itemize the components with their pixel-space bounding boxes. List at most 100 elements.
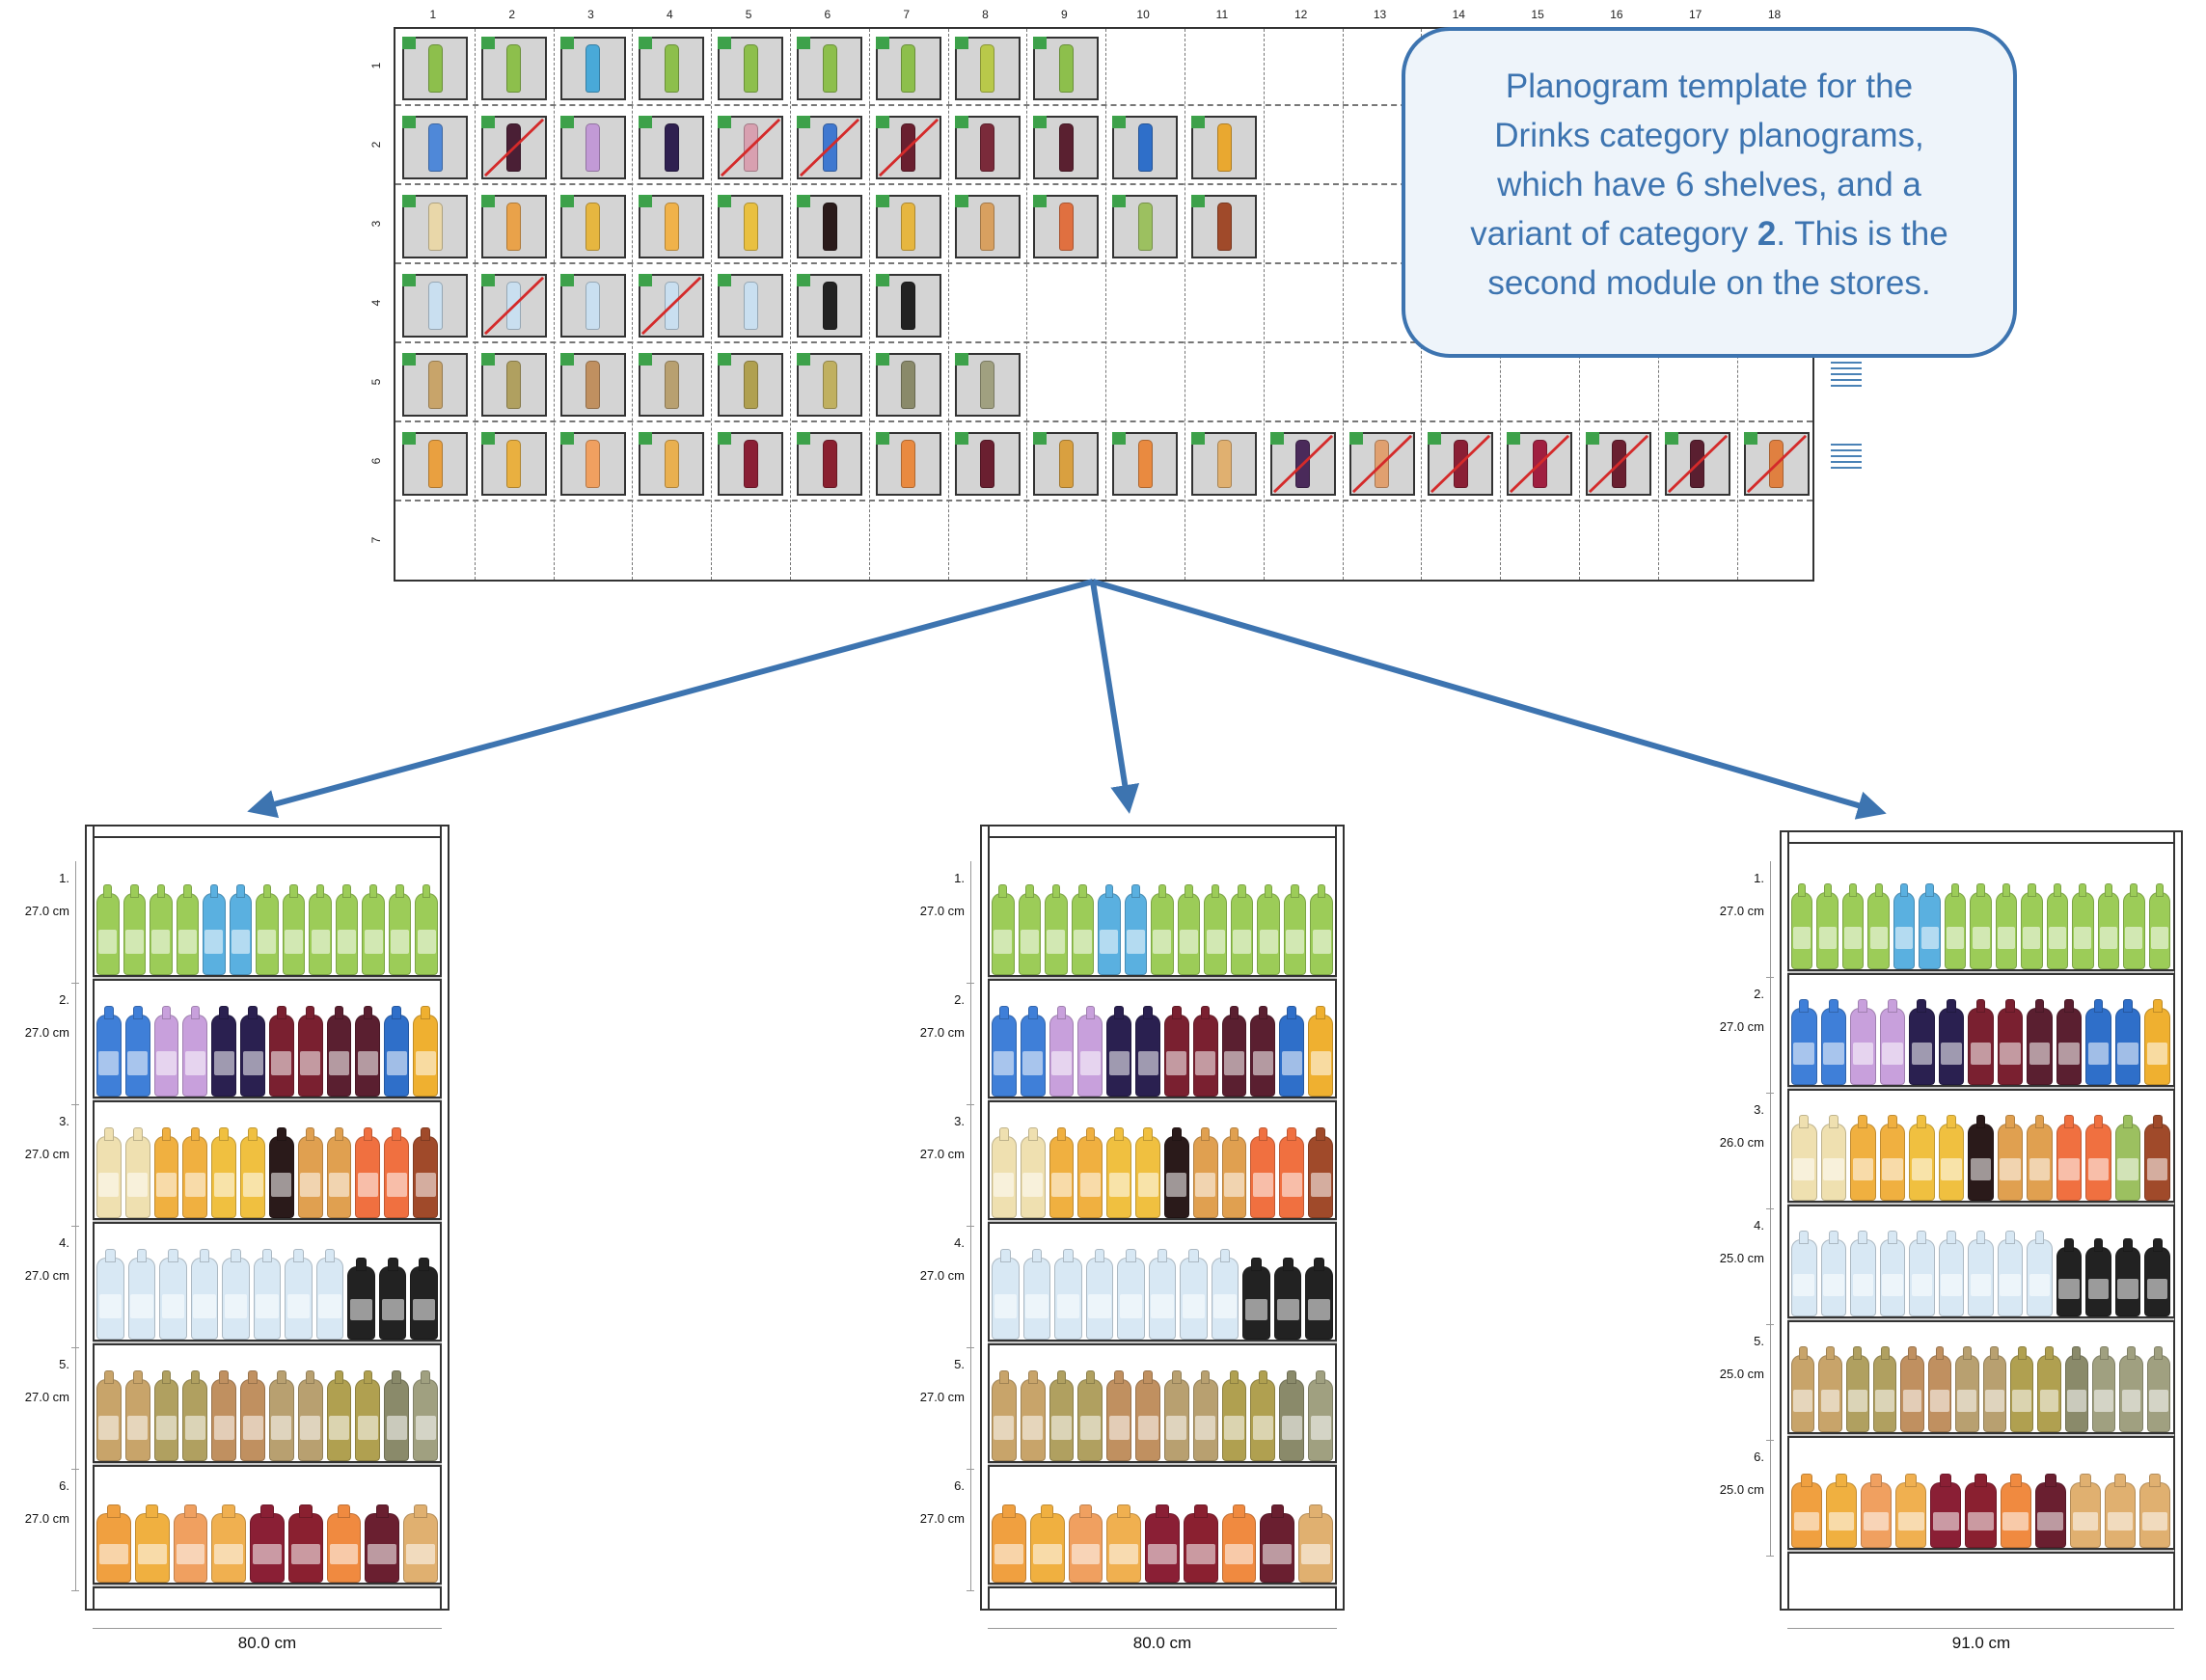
product-bottle[interactable]	[2027, 1231, 2053, 1316]
product-bottle[interactable]	[1944, 883, 1967, 969]
product-bottle[interactable]	[1791, 1474, 1823, 1548]
product-bottle[interactable]	[268, 1370, 294, 1461]
product-bottle[interactable]	[1273, 1257, 1302, 1340]
product-slot[interactable]	[402, 116, 468, 179]
product-bottle[interactable]	[1230, 884, 1254, 975]
product-bottle[interactable]	[287, 1504, 323, 1583]
product-bottle[interactable]	[1221, 1006, 1247, 1097]
product-bottle[interactable]	[1850, 999, 1876, 1085]
product-bottle[interactable]	[1242, 1257, 1270, 1340]
product-bottle[interactable]	[1879, 1231, 1906, 1316]
product-bottle[interactable]	[2085, 1115, 2111, 1201]
product-bottle[interactable]	[326, 1370, 352, 1461]
product-bottle[interactable]	[1221, 1127, 1247, 1218]
product-slot[interactable]	[639, 432, 705, 496]
product-bottle[interactable]	[282, 884, 306, 975]
product-bottle[interactable]	[1955, 1346, 1979, 1432]
product-bottle[interactable]	[1145, 1504, 1180, 1583]
product-slot[interactable]	[954, 195, 1021, 258]
product-bottle[interactable]	[1308, 1127, 1333, 1218]
product-bottle[interactable]	[297, 1370, 323, 1461]
product-slot[interactable]	[480, 116, 547, 179]
product-bottle[interactable]	[2072, 883, 2094, 969]
product-bottle[interactable]	[1965, 1474, 1997, 1548]
product-bottle[interactable]	[240, 1006, 265, 1097]
product-bottle[interactable]	[1791, 999, 1817, 1085]
product-bottle[interactable]	[2097, 883, 2120, 969]
product-bottle[interactable]	[362, 884, 385, 975]
product-bottle[interactable]	[2144, 999, 2170, 1085]
product-bottle[interactable]	[96, 1127, 122, 1218]
product-bottle[interactable]	[1997, 1115, 2024, 1201]
product-slot[interactable]	[639, 353, 705, 417]
product-bottle[interactable]	[173, 1504, 208, 1583]
product-bottle[interactable]	[2123, 883, 2145, 969]
product-bottle[interactable]	[384, 1370, 410, 1461]
product-bottle[interactable]	[222, 1249, 250, 1340]
product-bottle[interactable]	[1995, 883, 2018, 969]
product-bottle[interactable]	[1850, 1231, 1876, 1316]
product-bottle[interactable]	[1895, 1474, 1927, 1548]
product-slot[interactable]	[1033, 116, 1100, 179]
product-slot[interactable]	[1428, 432, 1494, 496]
product-bottle[interactable]	[2138, 1474, 2170, 1548]
product-bottle[interactable]	[1930, 1474, 1962, 1548]
product-slot[interactable]	[402, 195, 468, 258]
product-bottle[interactable]	[1106, 1006, 1132, 1097]
product-bottle[interactable]	[176, 884, 200, 975]
product-bottle[interactable]	[1077, 1370, 1103, 1461]
product-bottle[interactable]	[1845, 1346, 1870, 1432]
product-bottle[interactable]	[1117, 1249, 1145, 1340]
product-bottle[interactable]	[256, 884, 279, 975]
product-bottle[interactable]	[2114, 999, 2141, 1085]
product-slot[interactable]	[718, 353, 784, 417]
product-bottle[interactable]	[2037, 1346, 2061, 1432]
product-bottle[interactable]	[1163, 1006, 1189, 1097]
product-bottle[interactable]	[240, 1127, 265, 1218]
product-slot[interactable]	[639, 274, 705, 338]
product-bottle[interactable]	[1279, 1370, 1305, 1461]
product-bottle[interactable]	[1968, 1115, 1994, 1201]
product-bottle[interactable]	[384, 1127, 410, 1218]
product-bottle[interactable]	[1049, 1127, 1075, 1218]
product-bottle[interactable]	[1873, 1346, 1897, 1432]
product-bottle[interactable]	[1018, 884, 1042, 975]
product-bottle[interactable]	[1867, 883, 1890, 969]
product-bottle[interactable]	[250, 1504, 285, 1583]
product-bottle[interactable]	[365, 1504, 400, 1583]
product-slot[interactable]	[797, 195, 862, 258]
product-bottle[interactable]	[992, 1006, 1017, 1097]
product-bottle[interactable]	[1098, 884, 1121, 975]
product-bottle[interactable]	[355, 1370, 381, 1461]
product-bottle[interactable]	[1310, 884, 1333, 975]
product-bottle[interactable]	[1820, 1115, 1847, 1201]
product-bottle[interactable]	[96, 884, 120, 975]
product-bottle[interactable]	[2034, 1474, 2066, 1548]
product-slot[interactable]	[1033, 37, 1100, 100]
product-bottle[interactable]	[1192, 1006, 1218, 1097]
product-bottle[interactable]	[2064, 1346, 2088, 1432]
product-bottle[interactable]	[326, 1127, 352, 1218]
product-bottle[interactable]	[1879, 999, 1906, 1085]
product-bottle[interactable]	[2000, 1474, 2031, 1548]
product-bottle[interactable]	[1183, 1504, 1218, 1583]
product-bottle[interactable]	[211, 1504, 247, 1583]
product-bottle[interactable]	[2069, 1474, 2101, 1548]
product-bottle[interactable]	[1211, 1249, 1239, 1340]
product-bottle[interactable]	[1997, 1231, 2024, 1316]
product-bottle[interactable]	[992, 1504, 1026, 1583]
product-slot[interactable]	[797, 37, 862, 100]
product-slot[interactable]	[1033, 195, 1100, 258]
product-slot[interactable]	[1507, 432, 1573, 496]
product-bottle[interactable]	[315, 1249, 344, 1340]
product-slot[interactable]	[1191, 116, 1257, 179]
product-bottle[interactable]	[1068, 1504, 1103, 1583]
product-bottle[interactable]	[1909, 999, 1935, 1085]
product-slot[interactable]	[402, 353, 468, 417]
product-bottle[interactable]	[1250, 1370, 1276, 1461]
product-bottle[interactable]	[96, 1370, 122, 1461]
product-bottle[interactable]	[124, 1127, 150, 1218]
product-bottle[interactable]	[1106, 1127, 1132, 1218]
product-bottle[interactable]	[335, 884, 359, 975]
product-slot[interactable]	[402, 274, 468, 338]
